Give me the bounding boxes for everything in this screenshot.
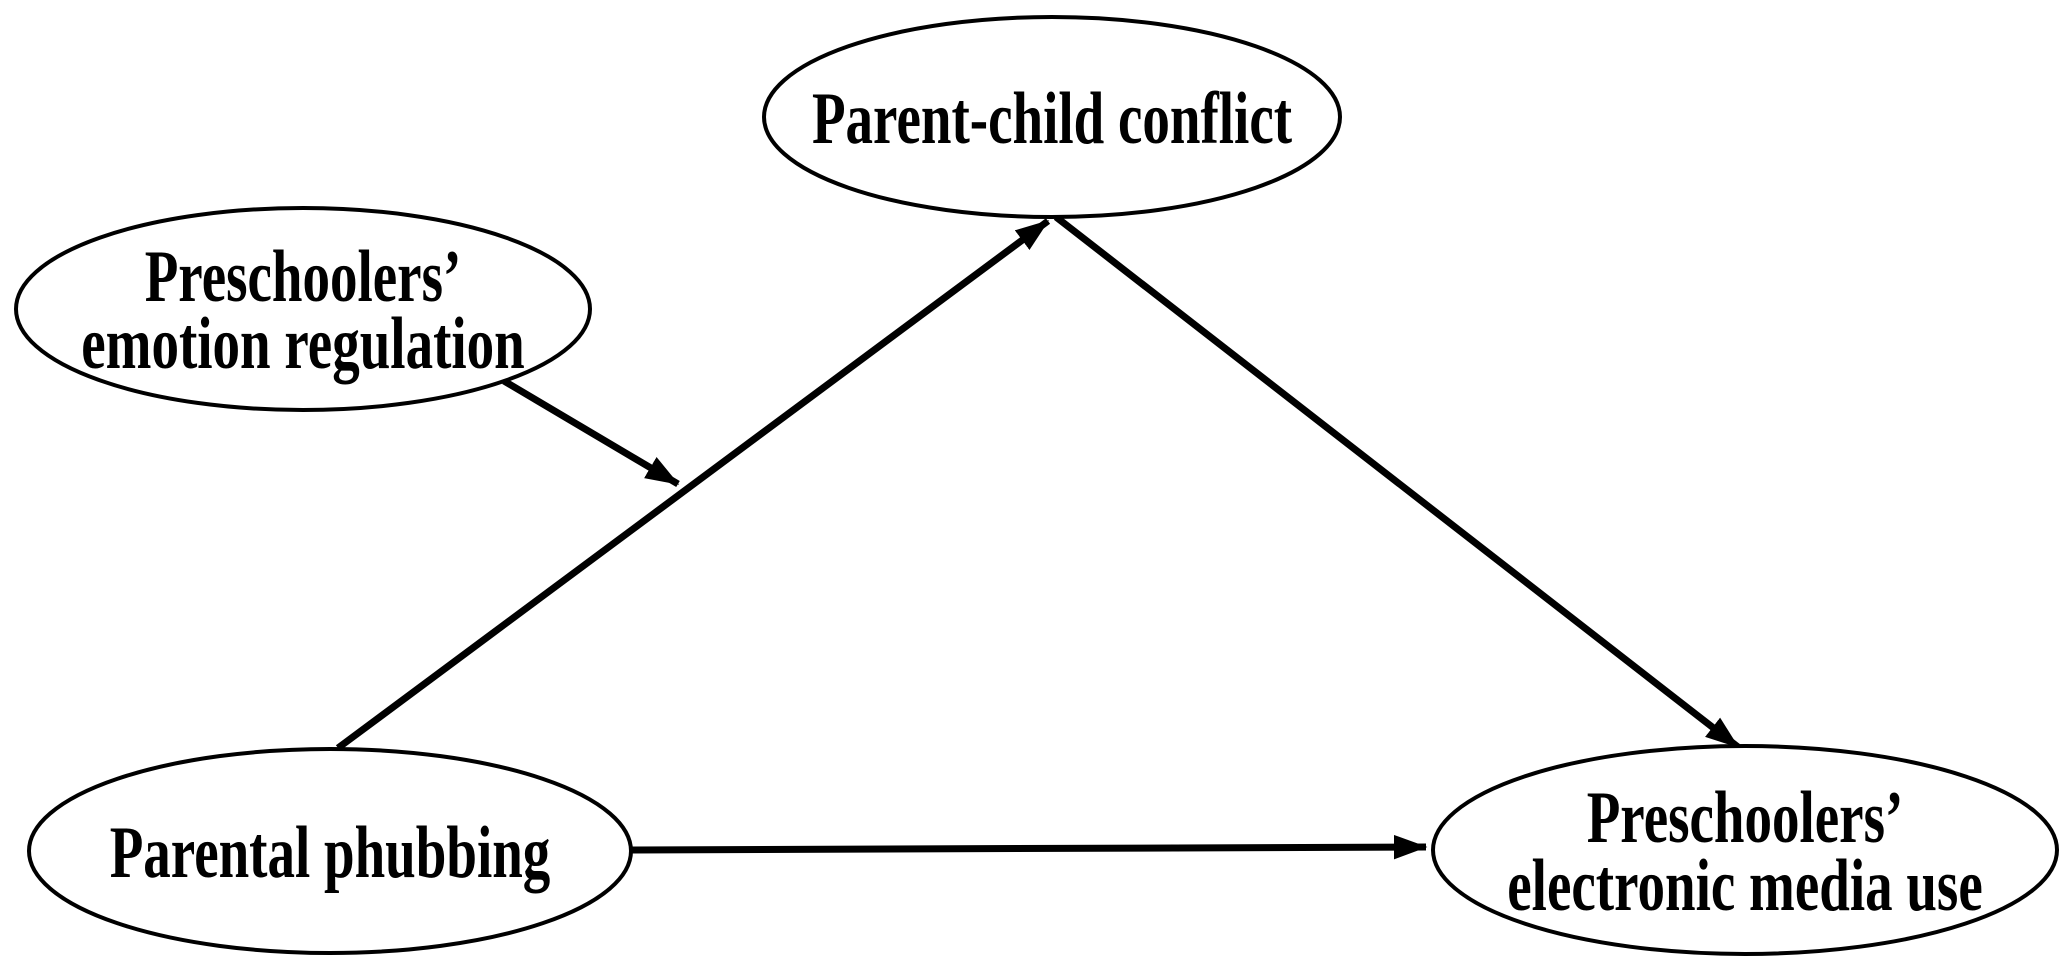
node-label-preschoolers-electronic-media-use-line1: Preschoolers’ <box>1587 777 1904 859</box>
edge-conflict-to-media-use <box>1053 214 1741 750</box>
node-label-preschoolers-emotion-regulation-line1: Preschoolers’ <box>145 236 462 318</box>
node-ellipse-preschoolers-electronic-media-use <box>1431 744 2059 956</box>
node-label-preschoolers-electronic-media-use-line2: electronic media use <box>1507 845 1982 927</box>
node-ellipse-parental-phubbing <box>27 747 633 955</box>
node-ellipse-preschoolers-emotion-regulation <box>14 206 592 412</box>
node-label-preschoolers-emotion-regulation-line2: emotion regulation <box>81 303 524 385</box>
node-ellipse-parent-child-conflict <box>762 15 1342 219</box>
edge-phubbing-to-conflict <box>335 218 1051 751</box>
node-label-parental-phubbing: Parental phubbing <box>110 812 551 894</box>
edge-phubbing-to-media-use <box>630 834 1428 860</box>
edge-emotion-regulation-moderation <box>502 377 680 488</box>
node-label-parent-child-conflict: Parent-child conflict <box>812 78 1292 160</box>
